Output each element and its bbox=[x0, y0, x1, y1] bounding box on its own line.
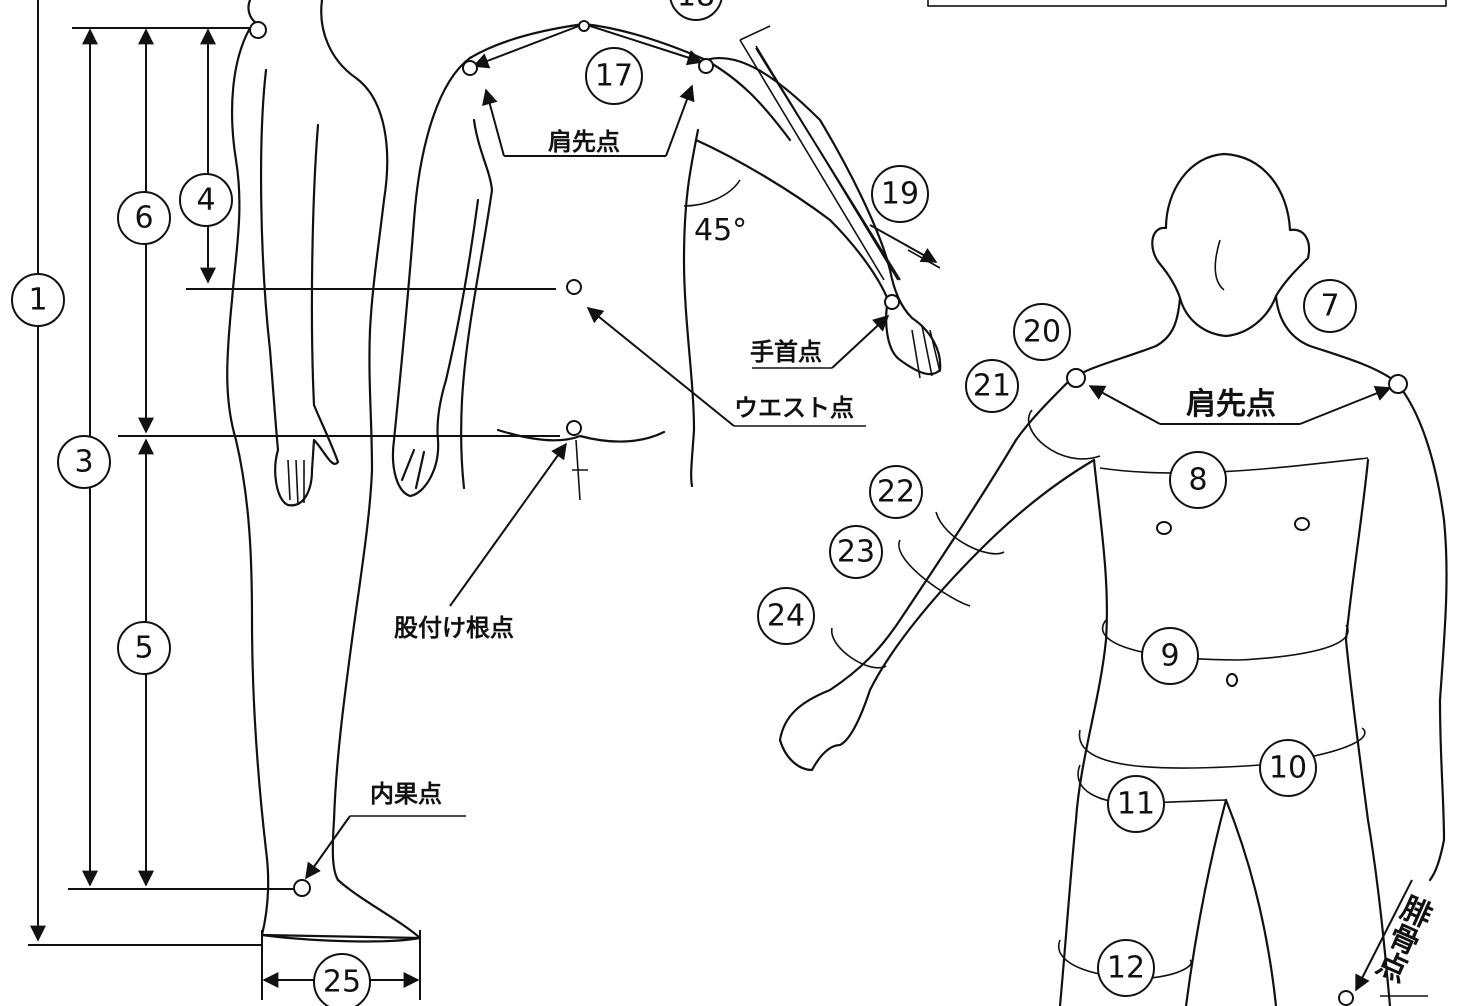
marker-17: 17 bbox=[585, 47, 643, 105]
marker-12: 12 bbox=[1097, 939, 1155, 997]
label-inner-ankle-point: 内果点 bbox=[370, 780, 442, 808]
front-view-figure bbox=[778, 152, 1448, 1006]
svg-text:20: 20 bbox=[1023, 315, 1061, 350]
marker-6: 6 bbox=[117, 191, 171, 245]
svg-text:6: 6 bbox=[134, 201, 153, 236]
svg-text:24: 24 bbox=[767, 599, 805, 634]
back-view-figure bbox=[249, 20, 942, 897]
point-labels: 肩先点 手首点 ウエスト点 股付け根点 内果点 肩先点 45° 腓骨点 bbox=[370, 128, 1437, 986]
marker-18: 18 bbox=[669, 0, 723, 21]
svg-text:25: 25 bbox=[323, 965, 361, 1000]
label-angle: 45° bbox=[694, 213, 747, 248]
svg-text:22: 22 bbox=[877, 475, 915, 510]
svg-text:3: 3 bbox=[74, 445, 93, 480]
svg-text:10: 10 bbox=[1269, 751, 1307, 786]
marker-24: 24 bbox=[757, 587, 815, 645]
marker-11: 11 bbox=[1107, 775, 1165, 833]
svg-text:23: 23 bbox=[837, 535, 875, 570]
marker-9: 9 bbox=[1141, 627, 1199, 685]
side-view-figure bbox=[226, 0, 422, 943]
svg-text:8: 8 bbox=[1188, 463, 1207, 498]
svg-text:4: 4 bbox=[196, 183, 215, 218]
svg-text:9: 9 bbox=[1160, 639, 1179, 674]
marker-22: 22 bbox=[869, 465, 923, 519]
svg-text:1: 1 bbox=[28, 283, 47, 318]
marker-23: 23 bbox=[829, 525, 883, 579]
svg-text:17: 17 bbox=[595, 59, 633, 94]
marker-19: 19 bbox=[871, 165, 929, 223]
svg-text:21: 21 bbox=[973, 369, 1011, 404]
marker-25: 25 bbox=[313, 953, 371, 1006]
svg-text:19: 19 bbox=[881, 177, 919, 212]
marker-10: 10 bbox=[1259, 739, 1317, 797]
svg-text:5: 5 bbox=[134, 631, 153, 666]
svg-text:12: 12 bbox=[1107, 951, 1145, 986]
svg-text:7: 7 bbox=[1320, 289, 1339, 324]
marker-3: 3 bbox=[57, 435, 111, 489]
label-crotch-point: 股付け根点 bbox=[394, 614, 514, 642]
legend-box bbox=[927, 0, 1447, 7]
marker-20: 20 bbox=[1013, 303, 1071, 361]
svg-text:18: 18 bbox=[677, 0, 715, 14]
svg-text:11: 11 bbox=[1117, 787, 1155, 822]
label-shoulder-point-front: 肩先点 bbox=[1186, 387, 1276, 422]
measurement-number-markers: 1 3 4 5 6 7 8 9 10 11 12 17 18 19 20 21 … bbox=[11, 0, 1357, 1006]
marker-4: 4 bbox=[179, 173, 233, 227]
marker-1: 1 bbox=[11, 273, 65, 327]
marker-7: 7 bbox=[1303, 279, 1357, 333]
label-waist-point: ウエスト点 bbox=[734, 394, 854, 422]
label-wrist-point: 手首点 bbox=[750, 338, 822, 366]
label-shoulder-point-back: 肩先点 bbox=[548, 128, 620, 156]
marker-8: 8 bbox=[1169, 451, 1227, 509]
label-fibula-point: 腓骨点 bbox=[1367, 889, 1437, 986]
marker-21: 21 bbox=[965, 359, 1019, 413]
marker-5: 5 bbox=[117, 621, 171, 675]
